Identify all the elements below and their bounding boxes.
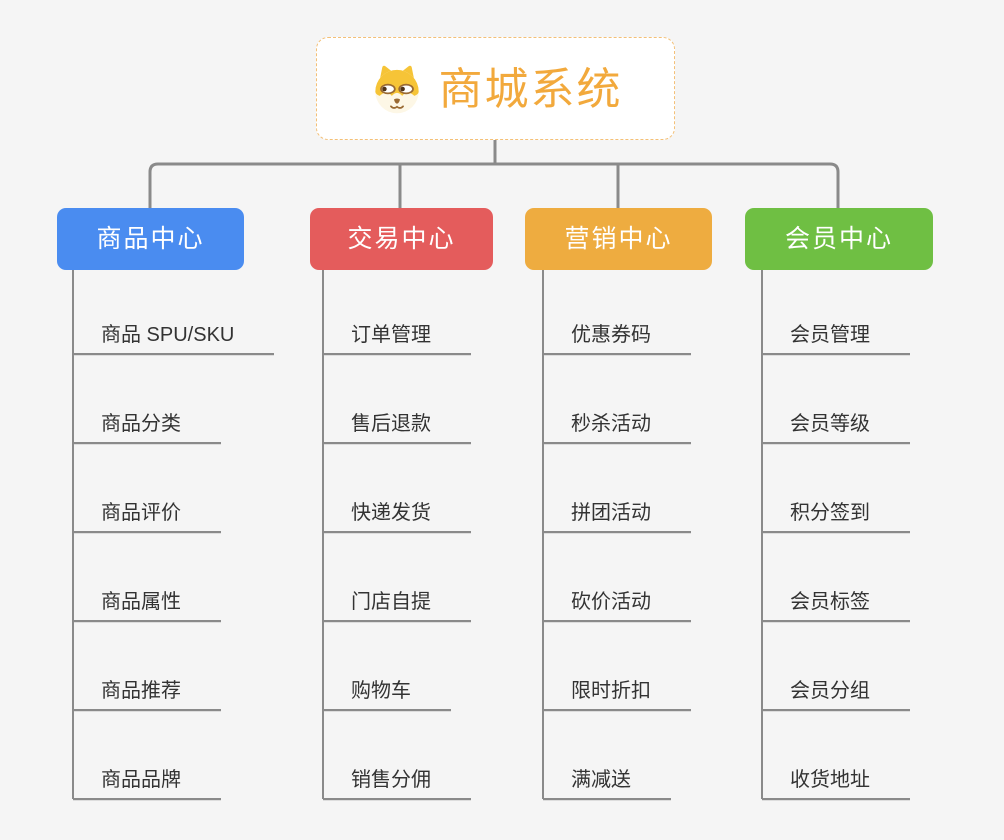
- leaf-node[interactable]: 会员分组: [762, 675, 910, 711]
- leaf-node[interactable]: 售后退款: [323, 408, 471, 444]
- leaf-node[interactable]: 商品推荐: [73, 675, 221, 711]
- leaf-node[interactable]: 会员标签: [762, 586, 910, 622]
- shiba-dog-icon: [369, 63, 425, 115]
- branch-node-goods[interactable]: 商品中心: [57, 208, 244, 270]
- leaf-node[interactable]: 满减送: [543, 764, 671, 800]
- leaf-node[interactable]: 拼团活动: [543, 497, 691, 533]
- leaf-node[interactable]: 订单管理: [323, 319, 471, 355]
- branch-node-marketing[interactable]: 营销中心: [525, 208, 712, 270]
- leaf-node[interactable]: 砍价活动: [543, 586, 691, 622]
- leaf-node[interactable]: 购物车: [323, 675, 451, 711]
- leaf-node[interactable]: 门店自提: [323, 586, 471, 622]
- leaf-node[interactable]: 积分签到: [762, 497, 910, 533]
- branch-node-member[interactable]: 会员中心: [745, 208, 933, 270]
- leaf-node[interactable]: 销售分佣: [323, 764, 471, 800]
- leaf-node[interactable]: 商品品牌: [73, 764, 221, 800]
- branch-label: 商品中心: [96, 224, 205, 253]
- root-node[interactable]: 商城系统: [316, 37, 675, 140]
- leaf-node[interactable]: 快递发货: [323, 497, 471, 533]
- branch-node-trade[interactable]: 交易中心: [310, 208, 493, 270]
- leaf-node[interactable]: 商品属性: [73, 586, 221, 622]
- leaf-node[interactable]: 会员等级: [762, 408, 910, 444]
- leaf-node[interactable]: 商品评价: [73, 497, 221, 533]
- leaf-node[interactable]: 商品 SPU/SKU: [73, 319, 275, 355]
- leaf-node[interactable]: 秒杀活动: [543, 408, 691, 444]
- leaf-node[interactable]: 商品分类: [73, 408, 221, 444]
- branch-label: 会员中心: [784, 224, 893, 253]
- leaf-node[interactable]: 优惠券码: [543, 319, 691, 355]
- branch-label: 营销中心: [564, 224, 673, 253]
- leaf-node[interactable]: 收货地址: [762, 764, 910, 800]
- branch-label: 交易中心: [347, 224, 456, 253]
- root-label: 商城系统: [438, 64, 623, 114]
- leaf-node[interactable]: 限时折扣: [543, 675, 691, 711]
- leaf-node[interactable]: 会员管理: [762, 319, 910, 355]
